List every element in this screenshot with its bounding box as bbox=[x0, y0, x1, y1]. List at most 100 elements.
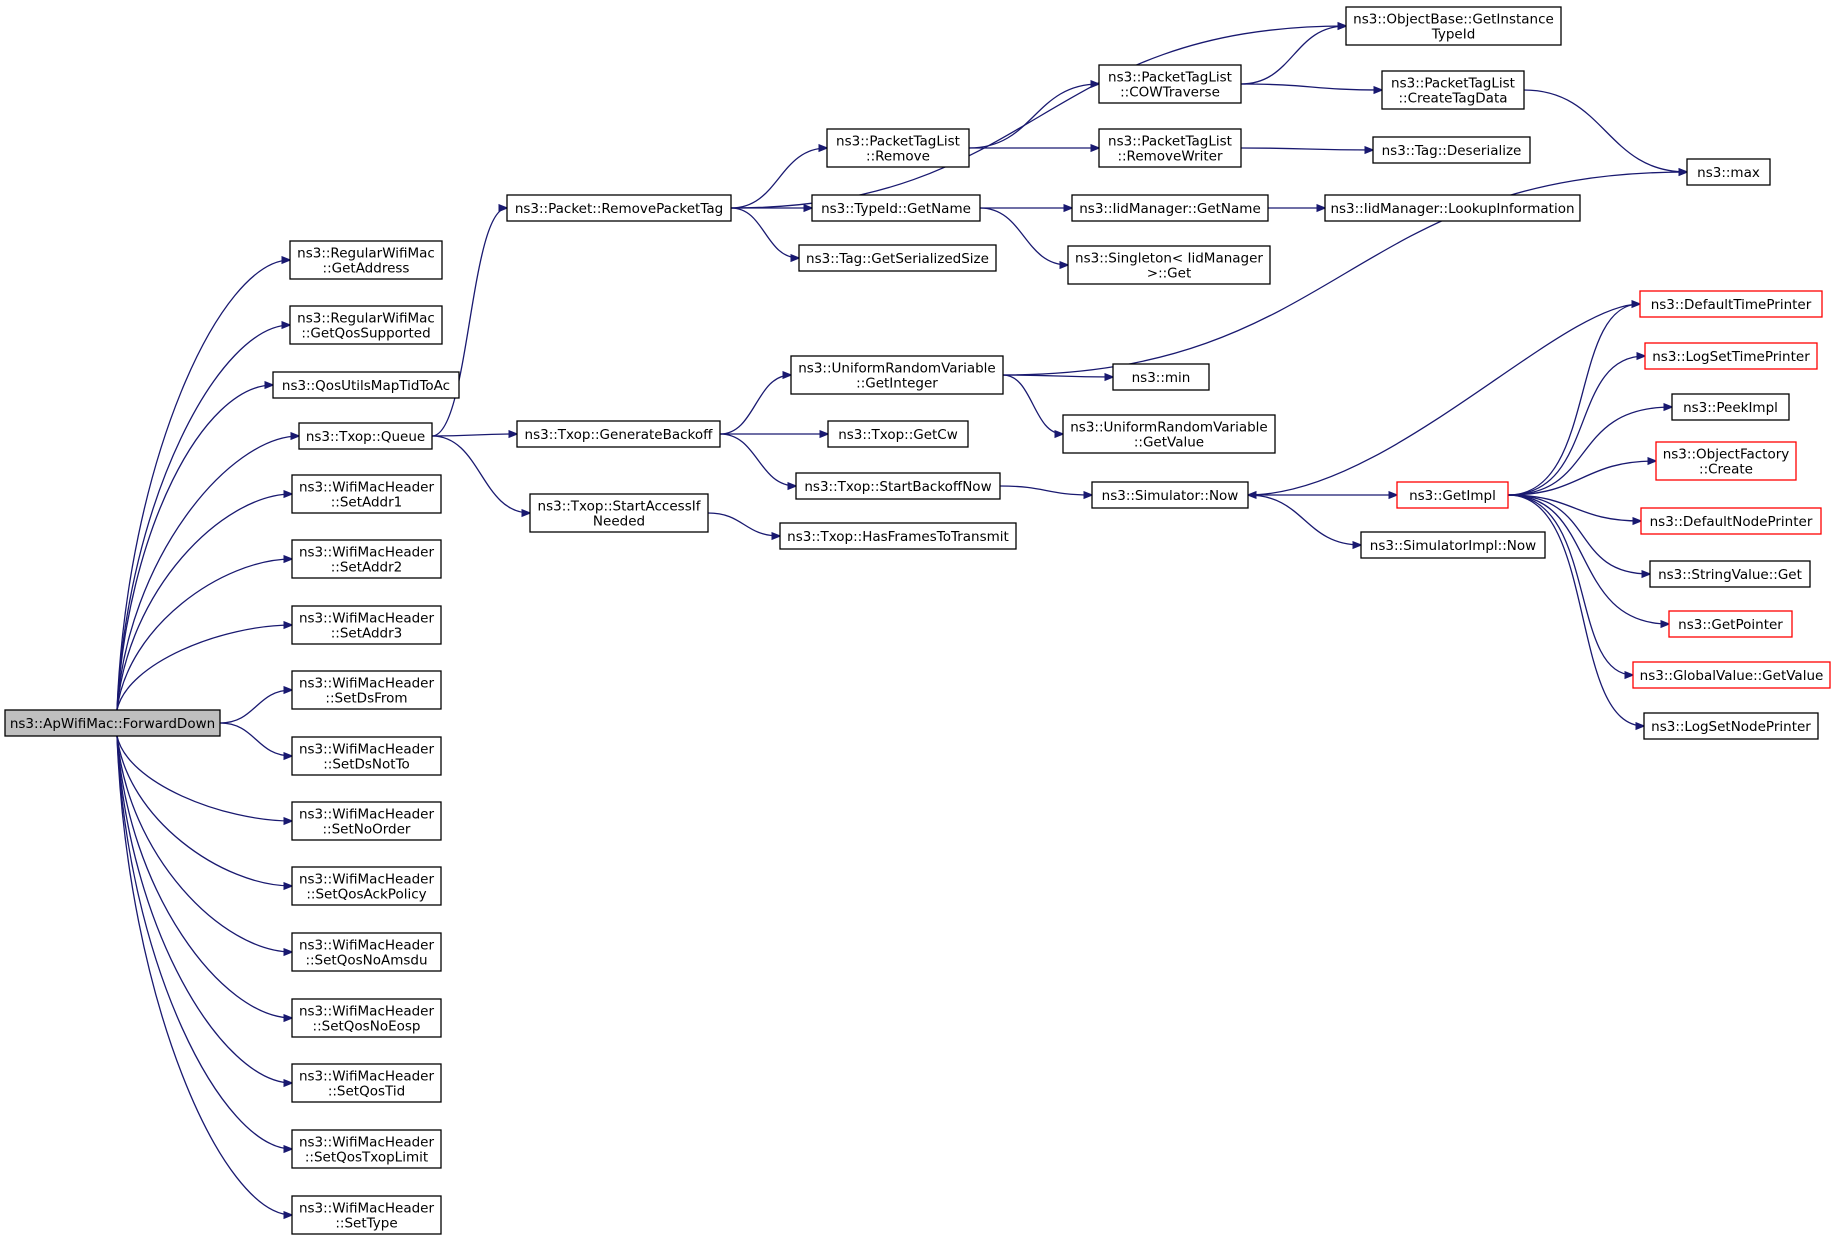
node-cowtraverse[interactable]: ns3::PacketTagList::COWTraverse bbox=[1098, 64, 1242, 104]
node-lookupinformation[interactable]: ns3::IidManager::LookupInformation bbox=[1324, 194, 1581, 222]
node-singleton-get[interactable]: ns3::Singleton< IidManager>::Get bbox=[1067, 245, 1271, 285]
node-label: ns3::UniformRandomVariable bbox=[798, 361, 996, 377]
node-box bbox=[1396, 481, 1509, 509]
edge-generatebackoff-to-urv-getinteger bbox=[719, 375, 791, 435]
edge-arrow-path bbox=[1507, 461, 1656, 496]
edge-removepackettag-to-tag-getserializedsize bbox=[730, 207, 799, 258]
node-label: ns3::PacketTagList bbox=[1108, 70, 1232, 86]
node-qosutilsmaptidtoac[interactable]: ns3::QosUtilsMapTidToAc bbox=[272, 371, 460, 399]
node-box bbox=[1345, 6, 1562, 46]
node-setqosnoamsdu[interactable]: ns3::WifiMacHeader::SetQosNoAmsdu bbox=[291, 932, 442, 972]
node-max[interactable]: ns3::max bbox=[1686, 158, 1771, 186]
node-box bbox=[291, 1129, 442, 1169]
edge-arrow-path bbox=[1247, 494, 1361, 545]
node-label: ::SetAddr2 bbox=[331, 560, 403, 576]
node-removepackettag[interactable]: ns3::Packet::RemovePacketTag bbox=[506, 194, 732, 222]
edges-layer bbox=[116, 26, 1687, 1215]
node-peekimpl[interactable]: ns3::PeekImpl bbox=[1671, 393, 1790, 421]
node-getpointer[interactable]: ns3::GetPointer bbox=[1668, 610, 1793, 638]
node-box bbox=[291, 605, 442, 645]
edge-arrow-path bbox=[431, 435, 530, 513]
edge-arrow-path bbox=[999, 485, 1092, 495]
edge-arrow-path bbox=[116, 735, 292, 1018]
node-setaddr2[interactable]: ns3::WifiMacHeader::SetAddr2 bbox=[291, 539, 442, 579]
node-logsettimeprinter[interactable]: ns3::LogSetTimePrinter bbox=[1644, 342, 1818, 370]
node-hasframestotransmit[interactable]: ns3::Txop::HasFramesToTransmit bbox=[779, 522, 1017, 550]
edge-arrow-path bbox=[116, 625, 292, 711]
node-label: ::SetAddr1 bbox=[331, 495, 403, 511]
edge-txop-queue-to-startaccessifneeded bbox=[431, 435, 530, 513]
node-label: ns3::LogSetNodePrinter bbox=[1651, 719, 1811, 735]
node-setdsfrom[interactable]: ns3::WifiMacHeader::SetDsFrom bbox=[291, 670, 442, 710]
edge-root-to-setdsnotto bbox=[219, 722, 292, 756]
node-defaultnodeprinter[interactable]: ns3::DefaultNodePrinter bbox=[1640, 507, 1822, 535]
edge-arrow-path bbox=[1523, 89, 1687, 172]
node-label: ns3::GetPointer bbox=[1678, 617, 1783, 633]
node-packettaglist-remove[interactable]: ns3::PacketTagList::Remove bbox=[826, 128, 970, 168]
node-startbackoffnow[interactable]: ns3::Txop::StartBackoffNow bbox=[795, 472, 1001, 500]
edge-arrow-path bbox=[1240, 148, 1373, 150]
node-defaulttimeprinter[interactable]: ns3::DefaultTimePrinter bbox=[1639, 290, 1823, 318]
node-logsetnodeprinter[interactable]: ns3::LogSetNodePrinter bbox=[1643, 712, 1819, 740]
node-setaddr1[interactable]: ns3::WifiMacHeader::SetAddr1 bbox=[291, 474, 442, 514]
edge-getimpl-to-peekimpl bbox=[1507, 407, 1672, 496]
node-min[interactable]: ns3::min bbox=[1112, 363, 1210, 391]
node-txop-getcw[interactable]: ns3::Txop::GetCw bbox=[827, 420, 969, 448]
node-settype[interactable]: ns3::WifiMacHeader::SetType bbox=[291, 1195, 442, 1235]
node-label: ns3::LogSetTimePrinter bbox=[1652, 349, 1810, 365]
node-setqosnoeosp[interactable]: ns3::WifiMacHeader::SetQosNoEosp bbox=[291, 998, 442, 1038]
node-typeid-getname[interactable]: ns3::TypeId::GetName bbox=[811, 194, 981, 222]
node-getqossupported[interactable]: ns3::RegularWifiMac::GetQosSupported bbox=[289, 305, 443, 345]
node-setdsnotto[interactable]: ns3::WifiMacHeader::SetDsNotTo bbox=[291, 736, 442, 776]
node-removewriter[interactable]: ns3::PacketTagList::RemoveWriter bbox=[1098, 128, 1242, 168]
node-label: ns3::WifiMacHeader bbox=[299, 545, 435, 561]
node-setaddr3[interactable]: ns3::WifiMacHeader::SetAddr3 bbox=[291, 605, 442, 645]
node-createtagdata[interactable]: ns3::PacketTagList::CreateTagData bbox=[1381, 70, 1525, 110]
edge-arrow-path bbox=[1507, 494, 1633, 675]
edge-root-to-settype bbox=[116, 735, 292, 1215]
edge-startbackoffnow-to-simulator-now bbox=[999, 485, 1092, 495]
node-label: ns3::Txop::HasFramesToTransmit bbox=[787, 529, 1009, 545]
node-globalvalue-getvalue[interactable]: ns3::GlobalValue::GetValue bbox=[1632, 661, 1831, 689]
node-box bbox=[291, 998, 442, 1038]
edge-arrow-path bbox=[431, 434, 517, 436]
node-tag-getserializedsize[interactable]: ns3::Tag::GetSerializedSize bbox=[798, 244, 997, 272]
node-simulator-now[interactable]: ns3::Simulator::Now bbox=[1091, 481, 1249, 509]
node-box bbox=[1067, 245, 1271, 285]
node-iidmanager-getname[interactable]: ns3::IidManager::GetName bbox=[1071, 194, 1269, 222]
node-tag-deserialize[interactable]: ns3::Tag::Deserialize bbox=[1372, 136, 1531, 164]
edge-arrow-path bbox=[730, 26, 1346, 209]
node-label: ns3::DefaultTimePrinter bbox=[1651, 297, 1812, 313]
node-getimpl[interactable]: ns3::GetImpl bbox=[1396, 481, 1509, 509]
node-urv-getinteger[interactable]: ns3::UniformRandomVariable::GetInteger bbox=[790, 355, 1004, 395]
edge-root-to-setqostid bbox=[116, 735, 292, 1083]
node-label: ns3::GetImpl bbox=[1409, 488, 1496, 504]
edge-urv-getinteger-to-min bbox=[1002, 375, 1113, 377]
node-label: ns3::Tag::Deserialize bbox=[1382, 143, 1522, 159]
node-setqostxoplimit[interactable]: ns3::WifiMacHeader::SetQosTxopLimit bbox=[291, 1129, 442, 1169]
node-box bbox=[1324, 194, 1581, 222]
node-setqosackpolicy[interactable]: ns3::WifiMacHeader::SetQosAckPolicy bbox=[291, 866, 442, 906]
edge-packettaglist-remove-to-cowtraverse bbox=[968, 84, 1099, 149]
node-label: ns3::Txop::GetCw bbox=[838, 427, 958, 443]
node-urv-getvalue[interactable]: ns3::UniformRandomVariable::GetValue bbox=[1062, 414, 1276, 454]
node-box bbox=[506, 194, 732, 222]
edge-arrow-path bbox=[1240, 83, 1382, 90]
node-box bbox=[1091, 481, 1249, 509]
node-objectfactory-create[interactable]: ns3::ObjectFactory::Create bbox=[1655, 441, 1797, 481]
node-label: ::SetNoOrder bbox=[323, 822, 411, 838]
node-setnoorder[interactable]: ns3::WifiMacHeader::SetNoOrder bbox=[291, 801, 442, 841]
node-setqostid[interactable]: ns3::WifiMacHeader::SetQosTid bbox=[291, 1063, 442, 1103]
node-label: ns3::WifiMacHeader bbox=[299, 676, 435, 692]
node-label: ns3::WifiMacHeader bbox=[299, 480, 435, 496]
node-root[interactable]: ns3::ApWifiMac::ForwardDown bbox=[4, 709, 221, 737]
node-getaddress[interactable]: ns3::RegularWifiMac::GetAddress bbox=[289, 240, 443, 280]
node-stringvalue-get[interactable]: ns3::StringValue::Get bbox=[1649, 560, 1811, 588]
node-txop-queue[interactable]: ns3::Txop::Queue bbox=[298, 422, 433, 450]
node-simulatorimpl-now[interactable]: ns3::SimulatorImpl::Now bbox=[1360, 531, 1546, 559]
node-label: ns3::Txop::StartBackoffNow bbox=[804, 479, 991, 495]
node-generatebackoff[interactable]: ns3::Txop::GenerateBackoff bbox=[516, 420, 721, 448]
edge-generatebackoff-to-startbackoffnow bbox=[719, 433, 796, 486]
